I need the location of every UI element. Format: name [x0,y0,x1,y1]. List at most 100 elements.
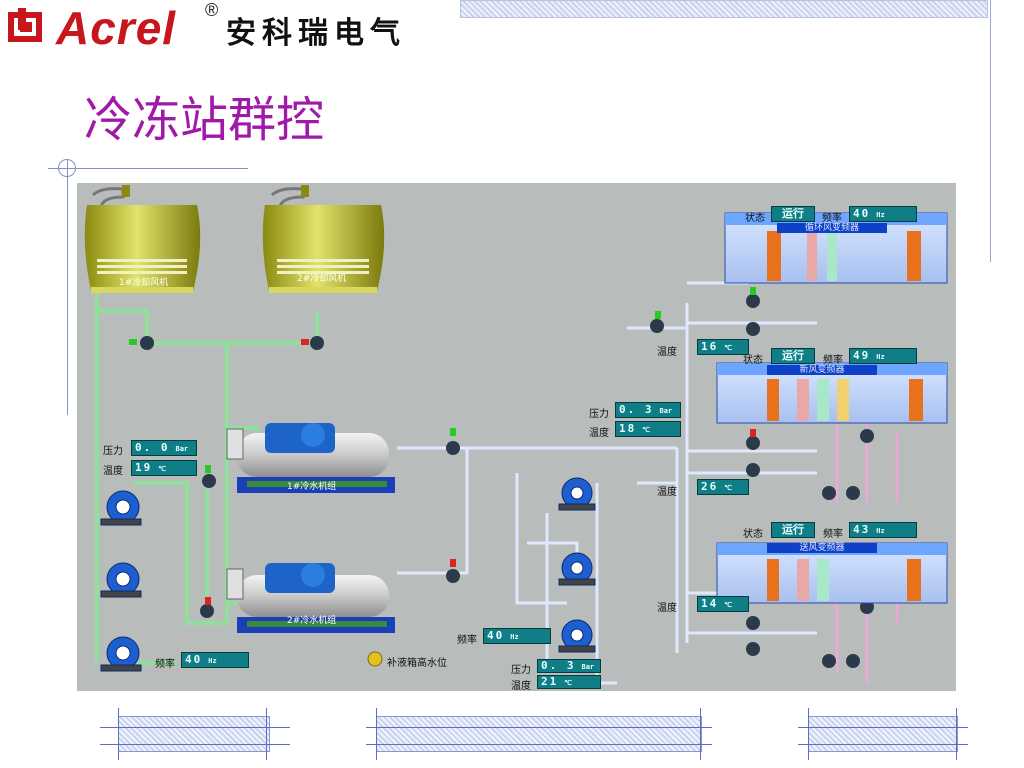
footer-decorative-line [366,744,712,745]
ahu-1-status-value: 运行 [771,206,815,222]
ahu-3-name: 送风变频器 [767,543,877,553]
footer-decorative-band [376,716,702,752]
footer-decorative-line [956,708,957,760]
branch-1-temperature-value: 16℃ [697,339,749,355]
valve-icon [846,486,860,500]
left-frequency-label: 频率 [155,659,175,670]
bottom-temperature-value: 21℃ [537,675,601,689]
footer-decorative-line [100,744,290,745]
footer-decorative-line [366,727,712,728]
branch-1-temperature-label: 温度 [657,347,677,358]
mid-temperature-label: 温度 [589,428,609,439]
pump-icon [558,619,596,653]
chilled-water-pipes [397,261,937,685]
chiller-1-label: 1#冷水机组 [287,482,337,492]
left-temperature-label: 温度 [103,466,123,477]
indicator-lamp-icon [450,559,456,567]
footer-decorative-line [808,708,809,760]
valve-icon [310,336,324,350]
valve-icon [746,463,760,477]
ahu-3-frequency-label: 频率 [823,529,843,540]
branch-2-temperature-value: 26℃ [697,479,749,495]
cooling-tower-2-label: 2#冷却风机 [297,274,347,284]
bottom-pressure-label: 压力 [511,665,531,676]
pump-icon [100,490,142,526]
brand-chinese-name: 安科瑞电气 [226,16,406,51]
cooling-tower-icon [84,185,201,293]
chiller-icon [226,423,395,493]
footer-decorative-band [118,716,270,752]
ahu-2-name: 新风变频器 [767,365,877,375]
mid-pressure-label: 压力 [589,409,609,420]
ahu-1-status-label: 状态 [745,213,765,224]
valve-icon [746,616,760,630]
valve-icon [650,319,664,333]
ahu-1-name: 循环风变频器 [777,223,887,233]
valve-icon [202,474,216,488]
pump-icon [100,636,142,672]
indicator-lamp-icon [205,465,211,473]
valve-icon [846,654,860,668]
footer-decorative-line [700,708,701,760]
ahu-2-status-value: 运行 [771,348,815,364]
decorative-left-line [67,160,68,415]
decorative-circle [58,159,76,177]
footer-decorative-line [376,708,377,760]
valve-icon [746,642,760,656]
water-level-indicator-icon [367,651,383,667]
bottom-frequency-label: 频率 [457,635,477,646]
valve-icon [822,486,836,500]
ahu-3-status-value: 运行 [771,522,815,538]
indicator-lamp-icon [450,428,456,436]
decorative-vertical-line [990,0,991,262]
left-temperature-value: 19℃ [131,460,197,476]
diagram-graphics [84,185,948,685]
indicator-lamp-icon [750,429,756,437]
water-level-legend: 补液箱高水位 [387,658,447,669]
indicator-lamp-icon [301,339,309,345]
mid-temperature-value: 18℃ [615,421,681,437]
indicator-lamp-icon [129,339,137,345]
header-decorative-band [460,0,988,18]
indicator-lamp-icon [750,287,756,295]
pump-icon [100,562,142,598]
title-underline [48,168,248,169]
chiller-2-label: 2#冷水机组 [287,616,337,626]
ahu-3-status-label: 状态 [743,529,763,540]
chiller-icon [226,563,395,633]
valve-icon [446,569,460,583]
valve-icon [822,654,836,668]
valve-icon [446,441,460,455]
valve-icon [860,429,874,443]
ahu-2-status-label: 状态 [743,355,763,366]
footer-decorative-band [808,716,958,752]
valve-icon [140,336,154,350]
bottom-temperature-label: 温度 [511,681,531,692]
indicator-lamp-icon [655,311,661,319]
footer-decorative-line [100,727,290,728]
slide-title: 冷冻站群控 [84,92,325,148]
branch-2-temperature-label: 温度 [657,487,677,498]
valve-icon [746,294,760,308]
registered-mark: ® [205,0,219,20]
valve-icon [746,436,760,450]
valve-icon [200,604,214,618]
branch-3-temperature-label: 温度 [657,603,677,614]
cooling-tower-icon [262,185,385,293]
ahu-1-frequency-label: 频率 [822,213,842,224]
cooling-tower-1-label: 1#冷却风机 [119,278,169,288]
ahu-2-frequency-label: 频率 [823,355,843,366]
acrel-logo-icon [6,6,46,46]
brand-name: Acrel [56,2,177,54]
footer-decorative-line [266,708,267,760]
pump-icon [558,552,596,586]
